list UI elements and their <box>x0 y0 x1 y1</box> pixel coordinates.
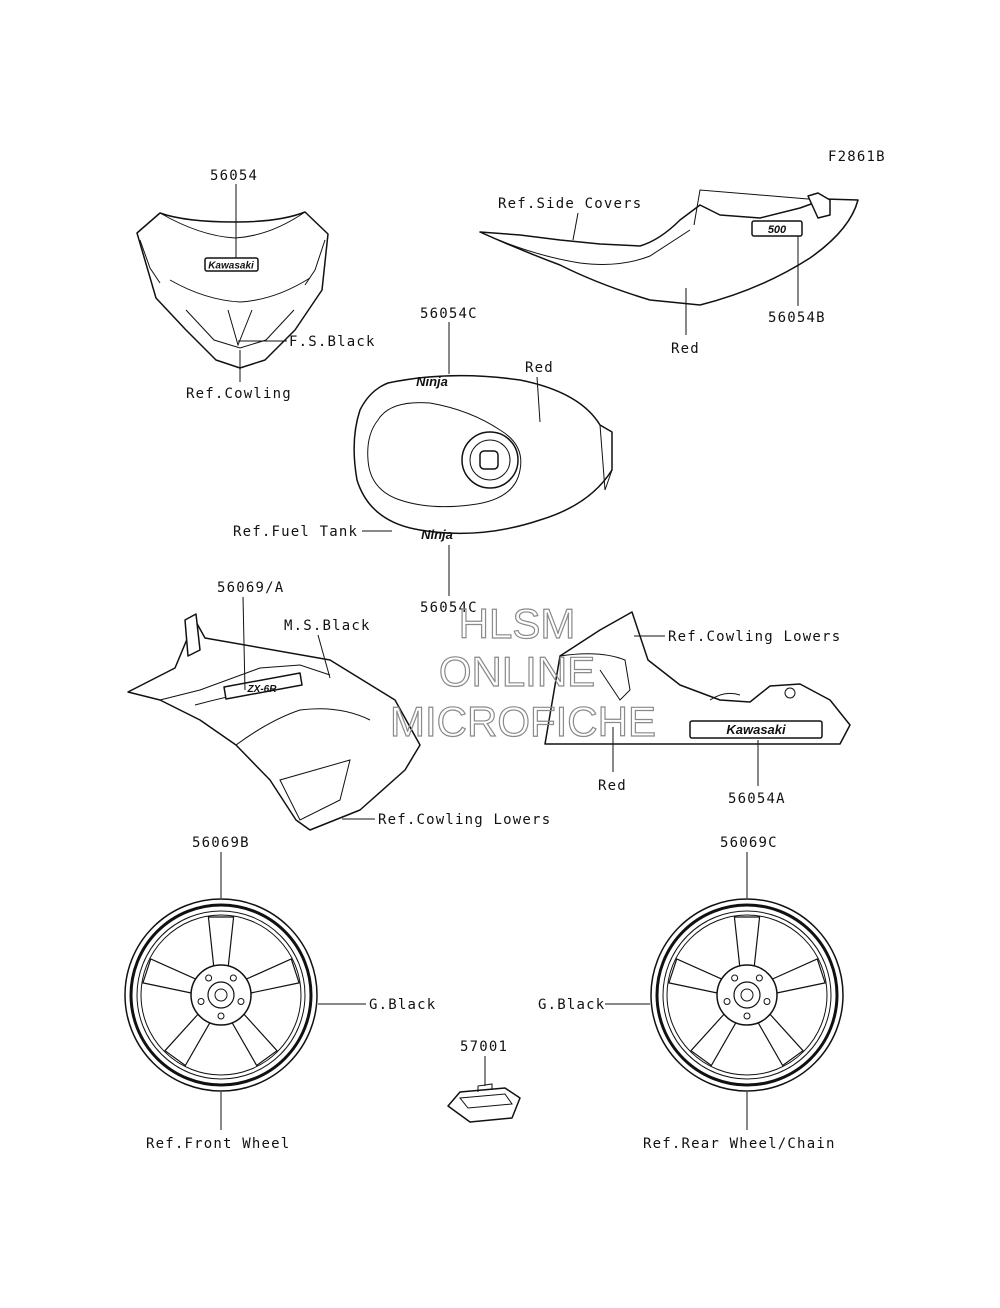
front-wheel <box>124 898 318 1092</box>
upper-cowl-windshield: Kawasaki <box>136 211 329 369</box>
tail-decal-text: 500 <box>768 224 787 236</box>
watermark: HLSM ONLINE MICROFICHE <box>389 599 656 745</box>
lower-cowl-kawasaki-decal <box>689 720 823 739</box>
fuel-tank: Ninja Ninja <box>353 374 613 542</box>
lower-red-label: Red <box>598 778 627 794</box>
tank-ninja-decal-bottom: Ninja <box>421 527 453 542</box>
retainer-clip <box>447 1083 521 1123</box>
front-wheel-part-number: 56069B <box>192 835 250 851</box>
fs-black-label: F.S.Black <box>289 334 376 350</box>
rear-wheel <box>650 898 844 1092</box>
tank-part-number-top: 56054C <box>420 306 478 322</box>
ms-black-label: M.S.Black <box>284 618 371 634</box>
side-cowl-decal-text: ZX-6R <box>247 684 278 695</box>
side-cowl-zx-decal <box>223 672 303 700</box>
tail-500-decal <box>751 220 803 237</box>
windshield-kawasaki-decal <box>204 257 259 272</box>
figure-code: F2861B <box>828 149 886 165</box>
ref-cowling-lowers-left-label: Ref.Cowling Lowers <box>378 812 551 828</box>
middle-side-cowl: ZX-6R <box>127 613 421 831</box>
lower-cowl: Kawasaki <box>544 611 851 745</box>
rear-g-black-label: G.Black <box>538 997 605 1013</box>
watermark-line-3: MICROFICHE <box>390 698 656 745</box>
tank-part-number-bottom: 56054C <box>420 600 478 616</box>
middle-cowl-part-number: 56069/A <box>217 580 284 596</box>
tail-cowl: 500 <box>479 189 859 306</box>
ref-cowling-label: Ref.Cowling <box>186 386 292 402</box>
tail-red-label: Red <box>671 341 700 357</box>
watermark-line-2: ONLINE <box>439 648 595 695</box>
ref-side-covers-label: Ref.Side Covers <box>498 196 642 212</box>
ref-rear-wheel-label: Ref.Rear Wheel/Chain <box>643 1136 836 1152</box>
windshield-decal-text: Kawasaki <box>208 261 254 272</box>
clip-part-number: 57001 <box>460 1039 508 1055</box>
tank-red-label: Red <box>525 360 554 376</box>
ref-cowling-lowers-right-label: Ref.Cowling Lowers <box>668 629 841 645</box>
watermark-line-1: HLSM <box>459 600 576 647</box>
front-g-black-label: G.Black <box>369 997 436 1013</box>
lower-cowl-decal-text: Kawasaki <box>726 722 786 737</box>
tank-ninja-decal-top: Ninja <box>416 374 448 389</box>
lower-part-number: 56054A <box>728 791 786 807</box>
ref-fuel-tank-label: Ref.Fuel Tank <box>233 524 358 540</box>
rear-wheel-part-number: 56069C <box>720 835 778 851</box>
tail-part-number: 56054B <box>768 310 826 326</box>
upper-cowl-part-number: 56054 <box>210 168 258 184</box>
ref-front-wheel-label: Ref.Front Wheel <box>146 1136 290 1152</box>
